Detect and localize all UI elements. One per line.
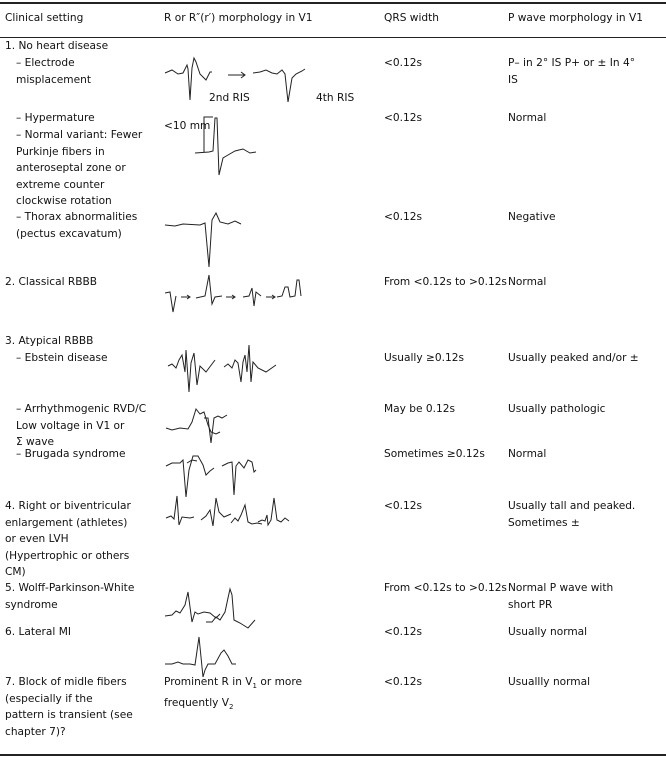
ecg-enlargement-4	[257, 497, 290, 527]
lateral-mi-qrs: <0.12s	[384, 626, 422, 638]
ebstein-setting: – Ebstein disease	[16, 352, 108, 364]
wpw-setting: 5. Wolff-Parkinson-White syndrome	[5, 582, 135, 611]
arrow-icon	[181, 294, 191, 300]
wpw-qrs: From <0.12s to >0.12s	[384, 582, 507, 594]
ecg-arvd-2	[204, 414, 228, 444]
morph-text-a: Prominent R in V	[164, 676, 253, 688]
arrow-icon	[266, 294, 276, 300]
header-rule	[0, 37, 666, 38]
hypermature-setting: – Hypermature	[16, 112, 95, 124]
header-clinical-setting: Clinical setting	[5, 12, 84, 24]
ecg-brugada-1	[165, 455, 215, 498]
lateral-mi-setting: 6. Lateral MI	[5, 626, 71, 638]
thorax-qrs: <0.12s	[384, 211, 422, 223]
ecg-enlargement-1	[165, 495, 195, 526]
row1-title: 1. No heart disease	[5, 40, 109, 52]
enlargement-p: Usually tall and peaked. Sometimes ±	[508, 500, 636, 529]
thorax-setting: – Thorax abnormalities (pectus excavatum…	[16, 211, 138, 240]
ecg-electrode-4th-ris	[252, 68, 306, 103]
label-2nd-ris: 2nd RIS	[209, 92, 250, 104]
wpw-p: Normal P wave with short PR	[508, 582, 614, 611]
enlargement-setting: 4. Right or biventricular enlargement (a…	[5, 500, 131, 578]
thorax-p: Negative	[508, 211, 556, 223]
ecg-rbbb-2	[195, 274, 223, 306]
ecg-wpw-1	[164, 591, 221, 623]
arvd-setting: – Arrhythmogenic RVD/C Low voltage in V1…	[16, 403, 147, 448]
arrow-icon	[226, 294, 236, 300]
midle-fibers-p: Usuallly normal	[508, 676, 591, 688]
ecg-enlargement-3	[230, 503, 263, 525]
ecg-brugada-2	[186, 459, 198, 464]
midle-fibers-qrs: <0.12s	[384, 676, 422, 688]
header-p-wave: P wave morphology in V1	[508, 12, 643, 24]
ecg-electrode-2nd-ris	[164, 56, 212, 101]
morph-sub-a: 1	[252, 682, 258, 691]
row3-title: 3. Atypical RBBB	[5, 335, 94, 347]
ecg-ebstein-1	[167, 349, 216, 393]
electrode-setting: – Electrode misplacement	[16, 57, 91, 86]
ecg-ebstein-2	[223, 344, 277, 383]
arrow-icon	[228, 71, 246, 79]
header-morphology: R or R″(r′) morphology in V1	[164, 12, 313, 24]
arvd-p: Usually pathologic	[508, 403, 606, 415]
ecg-arvd-1	[165, 407, 221, 435]
midle-fibers-setting: 7. Block of midle fibers (especially if …	[5, 676, 133, 738]
brugada-qrs: Sometimes ≥0.12s	[384, 448, 485, 460]
ecg-brugada-2b	[221, 459, 257, 496]
hypermature-p: Normal	[508, 112, 547, 124]
rbbb-qrs: From <0.12s to >0.12s	[384, 276, 507, 288]
normal-variant-setting: – Normal variant: Fewer Purkinje fibers …	[16, 129, 143, 207]
ecg-rbbb-1	[164, 291, 177, 313]
ecg-rbbb-4	[276, 279, 302, 298]
hypermature-qrs: <0.12s	[384, 112, 422, 124]
header-qrs-width: QRS width	[384, 12, 439, 24]
morph-text-b: or more	[257, 676, 303, 688]
morph-text-c: frequently V	[164, 696, 230, 709]
ecg-hypermature	[194, 117, 257, 176]
morph-sub-c: 2	[229, 702, 234, 711]
amplitude-bracket	[203, 116, 213, 152]
rbbb-p: Normal	[508, 276, 547, 288]
electrode-qrs: <0.12s	[384, 57, 422, 69]
rbbb-setting: 2. Classical RBBB	[5, 276, 98, 288]
ecg-thorax	[164, 211, 242, 268]
ecg-lateral-mi	[165, 636, 236, 678]
amplitude-label: <10 mm	[164, 120, 211, 132]
arvd-qrs: May be 0.12s	[384, 403, 455, 415]
ebstein-qrs: Usually ≥0.12s	[384, 352, 464, 364]
label-4th-ris: 4th RIS	[316, 92, 355, 104]
enlargement-qrs: <0.12s	[384, 500, 422, 512]
ecg-rbbb-3	[242, 287, 262, 307]
brugada-setting: – Brugada syndrome	[16, 448, 126, 460]
top-rule	[0, 2, 666, 4]
lateral-mi-p: Usually normal	[508, 626, 588, 638]
ecg-wpw-2	[206, 587, 256, 629]
ecg-enlargement-2	[200, 497, 232, 527]
brugada-p: Normal	[508, 448, 547, 460]
electrode-p: P– in 2° IS P+ or ± In 4° IS	[508, 57, 636, 86]
ebstein-p: Usually peaked and/or ±	[508, 352, 639, 364]
bottom-rule	[0, 754, 666, 756]
midle-fibers-morphology: Prominent R in V1 or more frequently V2	[164, 674, 302, 715]
